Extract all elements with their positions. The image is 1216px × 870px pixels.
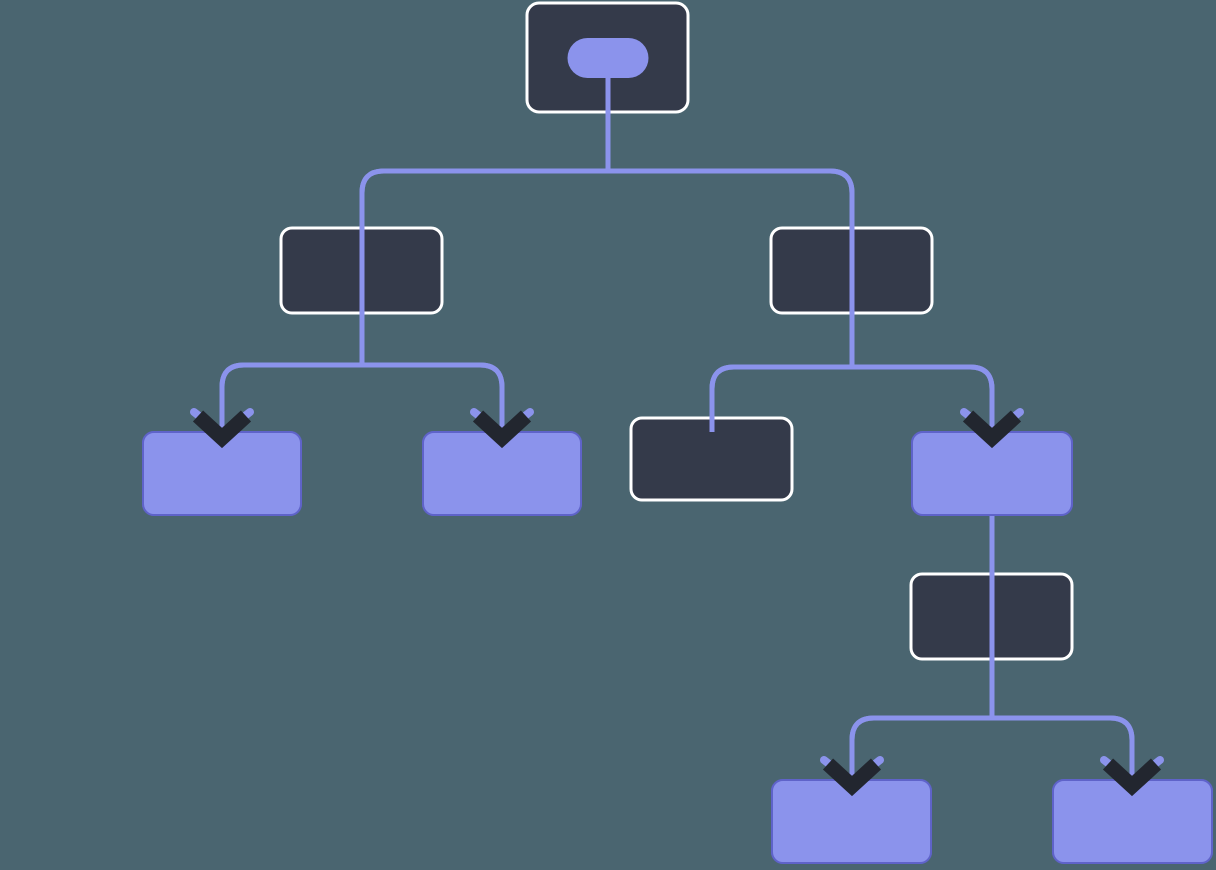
connector-sub-branch-split-left-arm-overlay <box>849 715 875 780</box>
connector-right-branch-split-left-arm-overlay <box>709 364 735 432</box>
connector-left-branch-split-right-arm-overlay <box>479 362 505 432</box>
arrow-marker-leaf-left-b-head <box>472 410 532 449</box>
connector-right-branch-split-right-arm-overlay <box>969 364 995 432</box>
connector-left-branch-split-left-arm-overlay <box>219 362 245 432</box>
connector-layer-over <box>142 58 1213 864</box>
arrow-marker-leaf-left-a-head <box>192 410 252 449</box>
connector-root-split-right-arm-overlay <box>829 168 855 228</box>
arrow-marker-leaf-bottom-a <box>820 756 884 797</box>
connector-sub-branch-split-right-arm-overlay <box>1109 715 1135 780</box>
arrow-marker-leaf-left-b <box>470 408 534 449</box>
arrow-marker-layer <box>190 408 1164 797</box>
arrow-marker-sub-branch <box>960 408 1024 449</box>
arrow-marker-sub-branch-head <box>962 410 1022 449</box>
connector-root-split-left-arm-overlay <box>359 168 385 228</box>
arrow-marker-leaf-bottom-a-head <box>822 758 882 797</box>
arrow-marker-leaf-bottom-b-head <box>1102 758 1162 797</box>
arrow-marker-leaf-left-a <box>190 408 254 449</box>
arrow-marker-leaf-bottom-b <box>1100 756 1164 797</box>
